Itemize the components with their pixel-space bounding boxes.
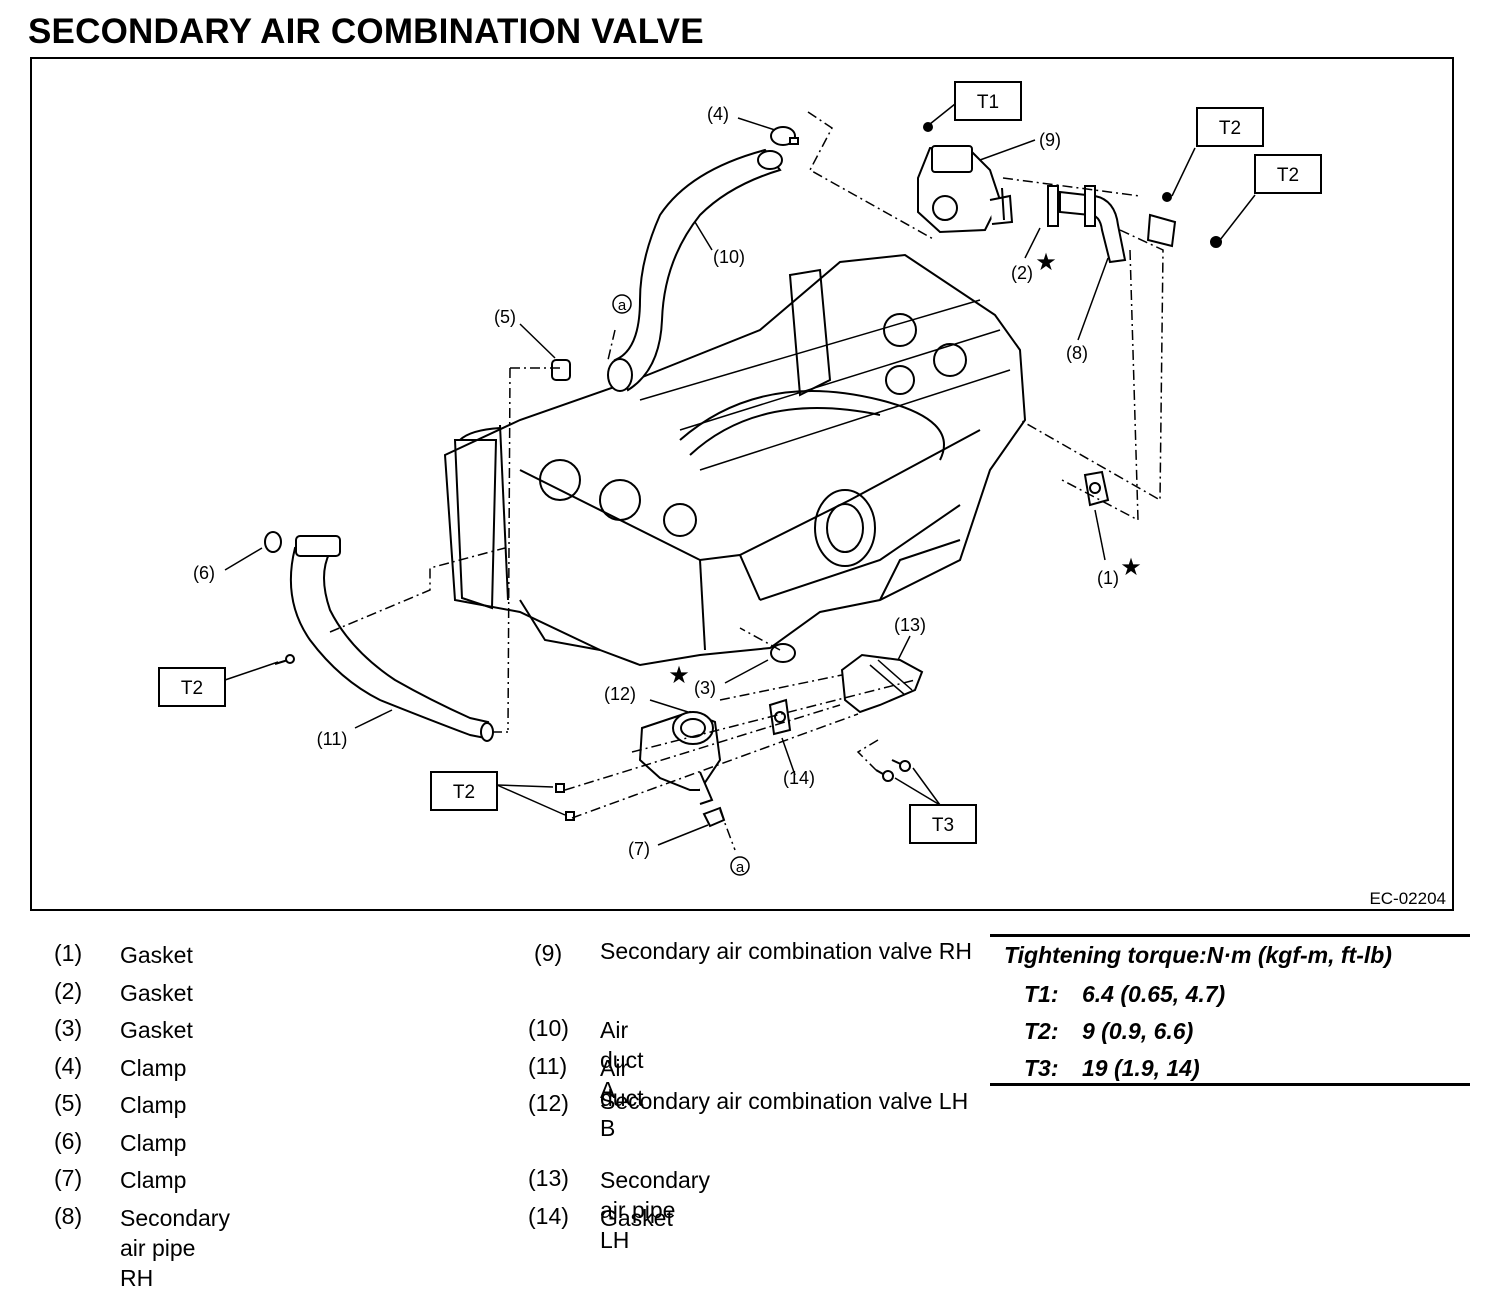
callout-3: (3) xyxy=(694,678,716,698)
legend-num: (7) xyxy=(54,1165,83,1191)
callout-14: (14) xyxy=(783,768,815,788)
gasket-14 xyxy=(768,698,792,736)
tag-t1: T1 xyxy=(977,92,999,113)
valve-rh xyxy=(917,122,1014,234)
callout-9: (9) xyxy=(1039,130,1061,150)
tag-t2: T2 xyxy=(453,782,475,803)
torque-value: 19 (1.9, 14) xyxy=(1082,1055,1200,1081)
callout-10: (10) xyxy=(713,247,745,267)
diagram-frame xyxy=(30,57,1454,911)
legend-name: Secondary air pipe LH xyxy=(600,1167,710,1253)
legend-name: Clamp xyxy=(120,1092,187,1118)
callout-12: (12) xyxy=(604,684,636,704)
legend-num: (8) xyxy=(54,1203,83,1229)
engine-block xyxy=(443,253,1027,667)
legend-num: (6) xyxy=(54,1128,83,1154)
star-marks: ★ ★ ★ xyxy=(668,249,1142,689)
legend-num: (1) xyxy=(54,940,83,966)
torque-key: T2: xyxy=(1024,1018,1059,1044)
torque-table: Tightening torque:N·m (kgf-m, ft-lb) T1:… xyxy=(990,934,1470,1086)
tag-t2: T2 xyxy=(1277,165,1299,186)
legend-num: (11) xyxy=(528,1053,568,1079)
tag-t2: T2 xyxy=(181,678,203,699)
figure-id: EC-02204 xyxy=(1369,889,1446,908)
tag-t3: T3 xyxy=(932,815,954,836)
torque-row: T2: 9 (0.9, 6.6) xyxy=(1024,1018,1193,1045)
legend-num: (12) xyxy=(528,1090,569,1116)
torque-heading: Tightening torque:N·m (kgf-m, ft-lb) xyxy=(1004,942,1392,968)
legend-name: Clamp xyxy=(120,1130,187,1156)
callout-11: (11) xyxy=(317,729,348,749)
tag-box-t2-b xyxy=(1254,154,1322,194)
tag-box-t2-c xyxy=(158,667,226,707)
legend-name: Gasket xyxy=(120,980,193,1006)
air-duct-a xyxy=(607,148,783,392)
callout-7: (7) xyxy=(628,839,650,859)
legend-num: (2) xyxy=(54,978,83,1004)
star-icon: ★ xyxy=(1120,554,1142,581)
legend-name: Gasket xyxy=(120,942,193,968)
torque-row: T3: 19 (1.9, 14) xyxy=(1024,1055,1200,1082)
callout-5: (5) xyxy=(494,307,516,327)
legend-num: (13) xyxy=(528,1165,569,1191)
torque-tag-labels: T1 T2 T2 T2 T2 T3 xyxy=(181,92,1299,836)
legend-name: Secondary air pipe RH xyxy=(120,1205,230,1291)
callout-13: (13) xyxy=(894,615,926,635)
tag-box-t1 xyxy=(954,81,1022,121)
legend-num: (14) xyxy=(528,1203,569,1229)
legend-num: (5) xyxy=(54,1090,83,1116)
callout-1: (1) xyxy=(1097,568,1119,588)
assembly-lines xyxy=(329,111,1164,851)
legend-name: Clamp xyxy=(120,1167,187,1193)
pipe-rh xyxy=(1001,185,1222,264)
legend-name: Air duct B xyxy=(600,1055,644,1141)
star-icon: ★ xyxy=(668,662,690,689)
clamp-6 xyxy=(264,531,282,553)
pipe-lh xyxy=(840,653,924,714)
leader-lines xyxy=(224,103,1256,846)
torque-key: T1: xyxy=(1024,981,1059,1007)
legend-name: Gasket xyxy=(600,1205,673,1231)
clamp-5 xyxy=(551,359,571,381)
callout-4: (4) xyxy=(707,104,729,124)
torque-tags xyxy=(158,81,1322,844)
torque-key: T3: xyxy=(1024,1055,1059,1081)
callout-8: (8) xyxy=(1066,343,1088,363)
reference-a: a a xyxy=(612,294,750,876)
ref-a-label: a xyxy=(618,297,627,314)
legend-num: (9) xyxy=(534,940,563,966)
ref-a-label: a xyxy=(736,859,745,876)
tag-box-t2-a xyxy=(1196,107,1264,147)
legend-name: Secondary air combination valve LH xyxy=(600,1088,969,1114)
legend-name: Clamp xyxy=(120,1055,187,1081)
clamp-4 xyxy=(770,126,799,146)
tag-t2: T2 xyxy=(1219,118,1241,139)
legend-name: Gasket xyxy=(120,1017,193,1043)
gasket-1 xyxy=(1083,470,1110,507)
air-duct-b xyxy=(289,535,494,742)
part-callouts: (4) (9) (10) (2) (5) (8) (1) (6) (13) (3… xyxy=(193,104,1119,859)
star-icon: ★ xyxy=(1035,249,1057,276)
legend-name: Secondary air combination valve RH xyxy=(600,938,973,964)
valve-lh xyxy=(638,710,722,805)
bolts xyxy=(274,654,911,821)
page-title: SECONDARY AIR COMBINATION VALVE xyxy=(28,12,704,51)
clamp-7 xyxy=(702,806,726,828)
tag-box-t2-d xyxy=(430,771,498,811)
exploded-view-diagram: T1 T2 T2 T2 T2 T3 a a (4) (9) (10) (2) (… xyxy=(158,81,1446,908)
legend-name: Air duct A xyxy=(600,1017,644,1103)
tag-box-t3 xyxy=(909,804,977,844)
legend-num: (3) xyxy=(54,1015,83,1041)
legend-num: (4) xyxy=(54,1053,83,1079)
torque-row: T1: 6.4 (0.65, 4.7) xyxy=(1024,981,1225,1008)
torque-value: 9 (0.9, 6.6) xyxy=(1082,1018,1194,1044)
legend-num: (10) xyxy=(528,1015,569,1041)
callout-2: (2) xyxy=(1011,263,1033,283)
torque-value: 6.4 (0.65, 4.7) xyxy=(1082,981,1226,1007)
callout-6: (6) xyxy=(193,563,215,583)
